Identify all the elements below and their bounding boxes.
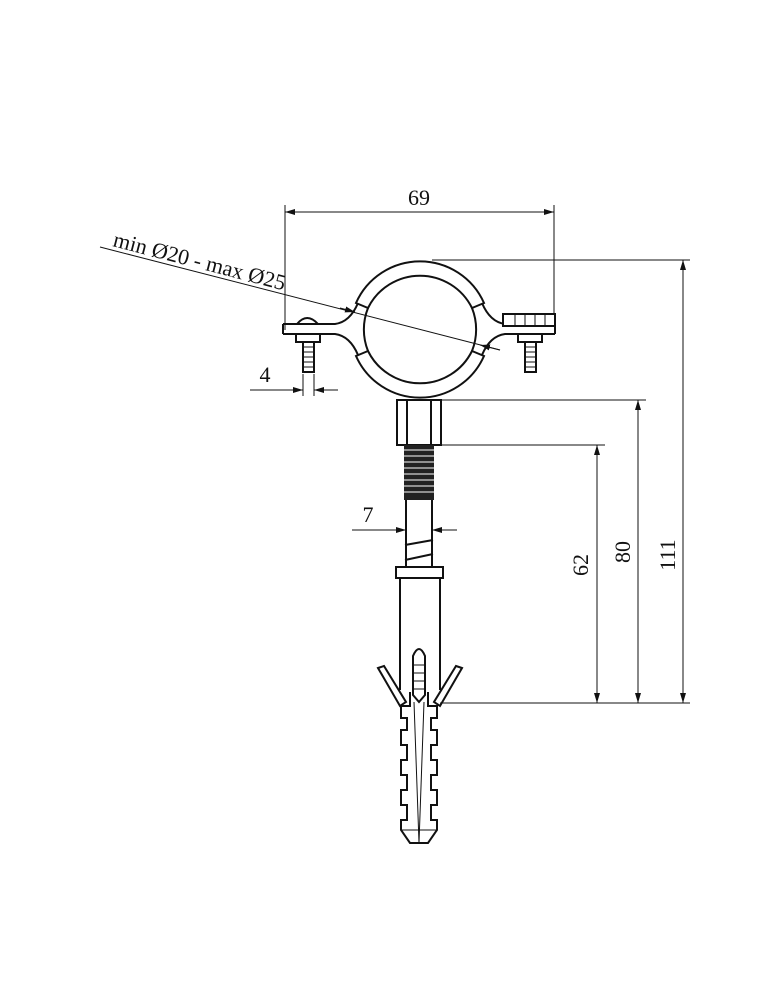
dimension-heights: 62 80 111	[432, 259, 690, 704]
clamp-flanges	[282, 302, 556, 356]
threaded-rod	[396, 399, 442, 568]
dimension-diameter: min Ø20 - max Ø25	[99, 227, 501, 351]
clamp-ring	[354, 260, 486, 399]
dimension-rod: 7	[352, 502, 457, 533]
dim-80-label: 80	[610, 541, 635, 563]
dim-7-label: 7	[363, 502, 374, 527]
dimension-width: 69	[284, 185, 555, 330]
dim-69-label: 69	[408, 185, 430, 210]
dim-111-label: 111	[655, 539, 680, 570]
diameter-range-label: min Ø20 - max Ø25	[111, 227, 289, 296]
dim-62-label: 62	[568, 554, 593, 576]
right-screw	[517, 333, 543, 373]
dimension-screw: 4	[250, 362, 338, 396]
left-screw	[294, 317, 321, 373]
dim-4-label: 4	[260, 362, 271, 387]
wall-plug	[376, 566, 464, 844]
